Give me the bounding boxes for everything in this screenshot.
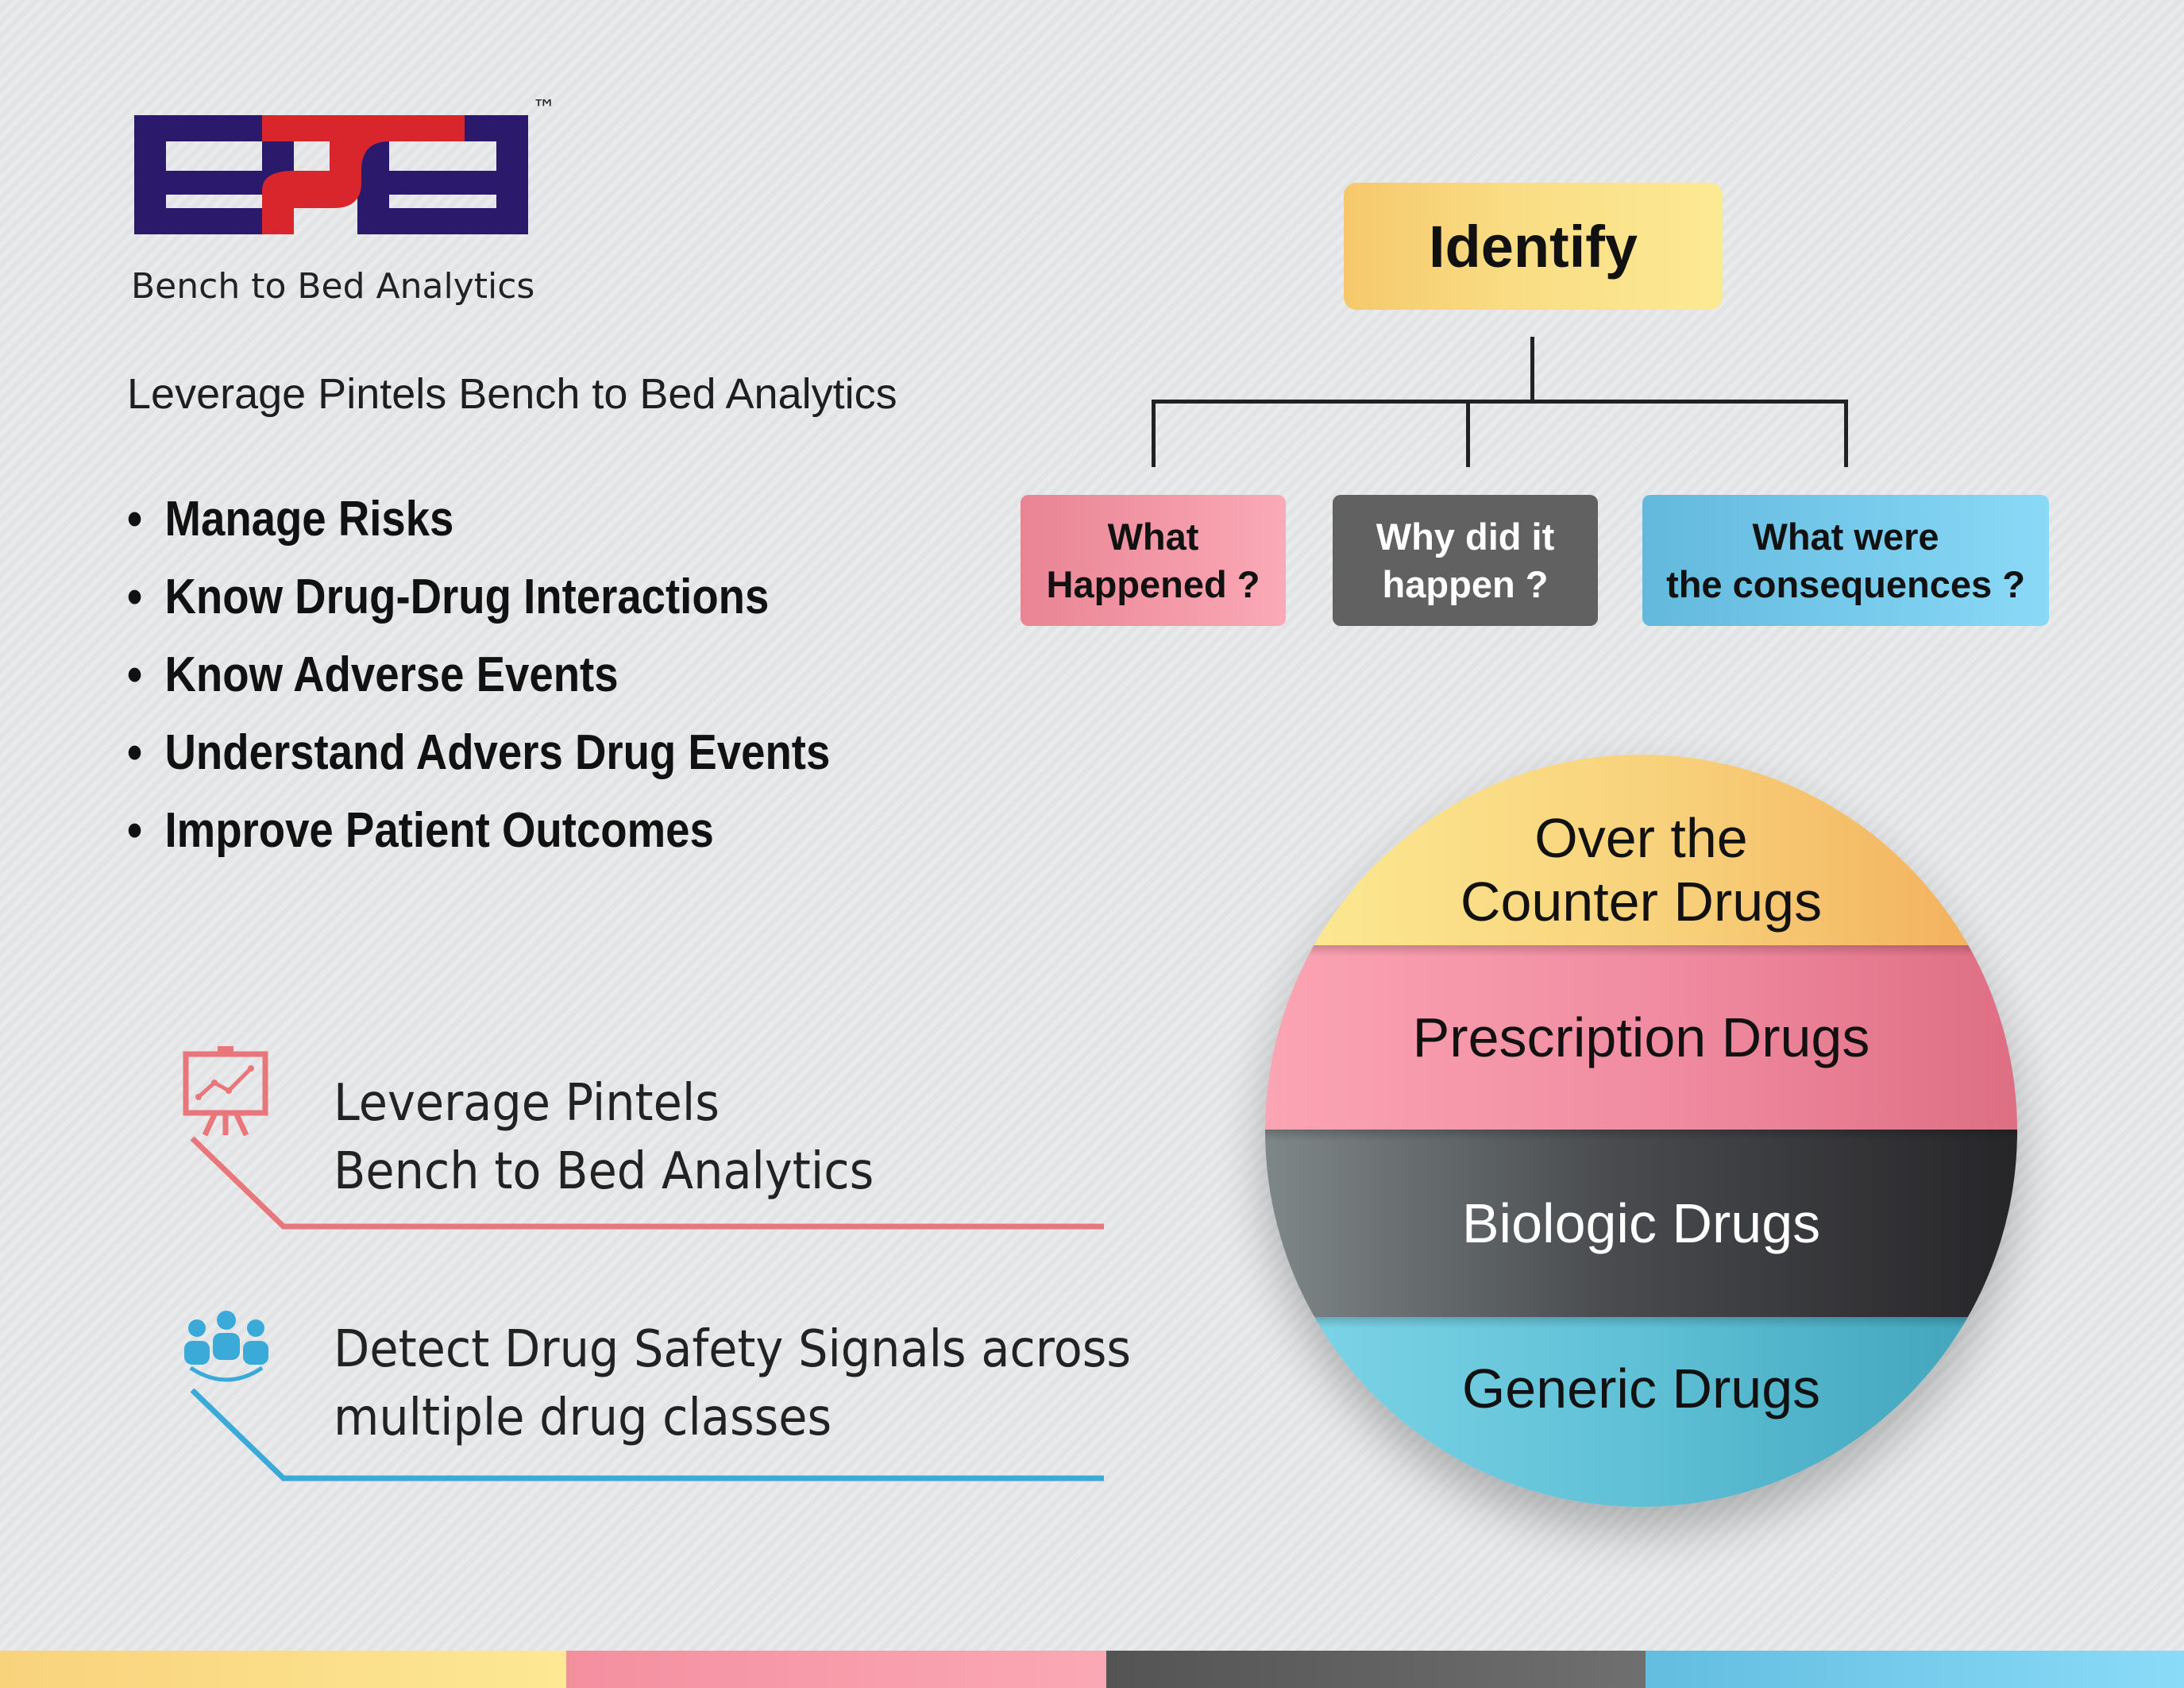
bar-segment-blue — [1646, 1651, 2184, 1688]
benefit-list: •Manage Risks •Know Drug-Drug Interactio… — [127, 481, 926, 870]
bar-segment-yellow — [0, 1651, 566, 1688]
consequences-box: What were the consequences ? — [1642, 495, 2049, 626]
band-divider — [1265, 1317, 2017, 1328]
what-happened-box: What Happened ? — [1021, 495, 1286, 626]
bar-segment-pink — [566, 1651, 1106, 1688]
prescription-drugs-band: Prescription Drugs — [1265, 945, 2017, 1130]
benefit-item: •Manage Risks — [127, 481, 830, 558]
intro-text: Leverage Pintels Bench to Bed Analytics — [127, 370, 897, 418]
trademark-symbol: ™ — [532, 95, 556, 123]
bar-segment-grey — [1106, 1651, 1646, 1688]
benefit-item: •Understand Advers Drug Events — [127, 714, 830, 792]
identify-box: Identify — [1344, 183, 1723, 310]
tree-connector — [1466, 400, 1470, 467]
team-group-icon — [184, 1311, 268, 1382]
drug-class-circle: Over the Counter Drugs Prescription Drug… — [1265, 755, 2017, 1507]
feature-text: Detect Drug Safety Signals across multip… — [334, 1320, 1132, 1447]
bullet-icon: • — [127, 803, 143, 858]
generic-drugs-band: Generic Drugs — [1265, 1317, 2017, 1507]
bottom-color-bar — [0, 1651, 2184, 1688]
feature-underline — [190, 1388, 1104, 1481]
band-divider — [1265, 945, 2017, 956]
bullet-icon: • — [127, 647, 143, 702]
band-divider — [1265, 1130, 2017, 1141]
tree-connector — [1530, 337, 1534, 402]
bullet-icon: • — [127, 570, 143, 624]
benefit-item: •Know Adverse Events — [127, 636, 830, 714]
biologic-drugs-band: Biologic Drugs — [1265, 1130, 2017, 1317]
b2b-logo: ™ Bench to Bed Analytics — [131, 95, 576, 318]
benefit-item: •Improve Patient Outcomes — [127, 792, 830, 870]
presentation-chart-icon — [183, 1046, 268, 1136]
feature-text: Leverage Pintels Bench to Bed Analytics — [334, 1074, 874, 1201]
tree-connector — [1152, 400, 1848, 404]
bullet-icon: • — [127, 725, 143, 780]
logo-tagline: Bench to Bed Analytics — [131, 266, 535, 307]
b2b-logo-mark — [134, 115, 528, 234]
benefit-item: •Know Drug-Drug Interactions — [127, 558, 830, 636]
tree-connector — [1152, 400, 1156, 467]
otc-drugs-band: Over the Counter Drugs — [1265, 755, 2017, 945]
bullet-icon: • — [127, 492, 143, 547]
feature-underline — [190, 1136, 1104, 1230]
tree-connector — [1844, 400, 1848, 467]
why-did-it-happen-box: Why did it happen ? — [1333, 495, 1598, 626]
